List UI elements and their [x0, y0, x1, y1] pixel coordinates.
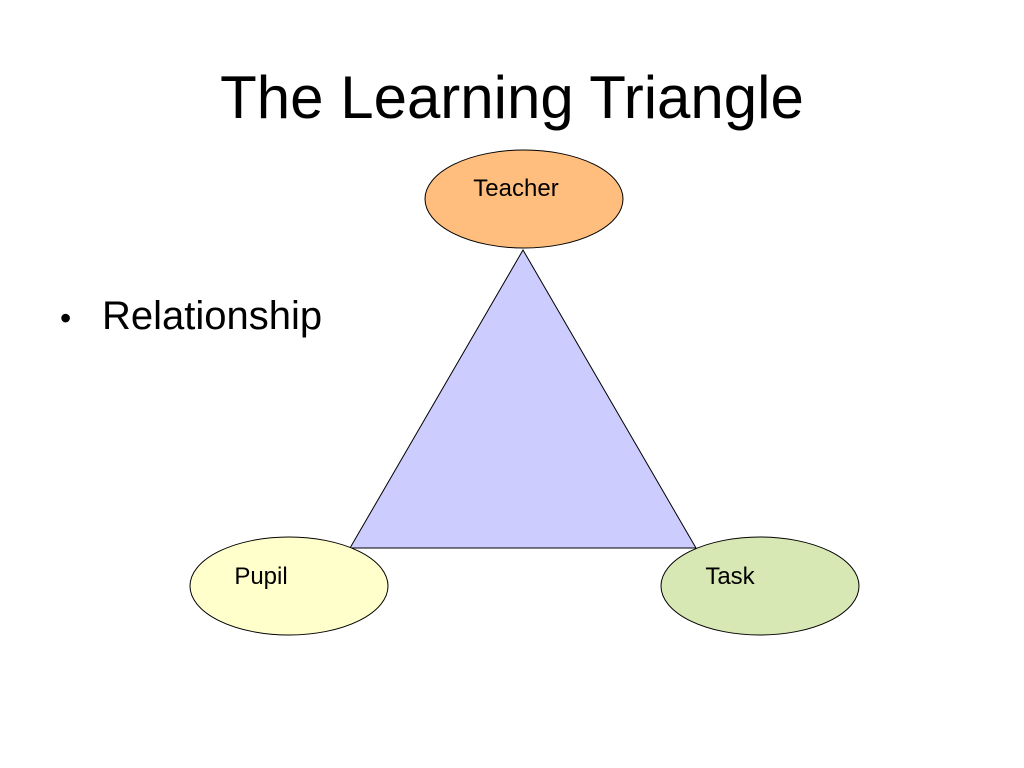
- triangle-shape: [349, 249, 697, 549]
- bullet-dot-icon: •: [60, 300, 72, 336]
- teacher-label: Teacher: [473, 175, 558, 202]
- slide-title: The Learning Triangle: [220, 64, 804, 131]
- pupil-label: Pupil: [234, 563, 287, 590]
- pupil-node: [189, 536, 389, 636]
- task-node: [660, 536, 860, 636]
- bullet-text: Relationship: [102, 294, 323, 338]
- teacher-node: [424, 149, 624, 249]
- task-label: Task: [705, 563, 755, 590]
- bullet-item: • Relationship: [60, 290, 322, 344]
- bullet-list: • Relationship: [60, 290, 322, 344]
